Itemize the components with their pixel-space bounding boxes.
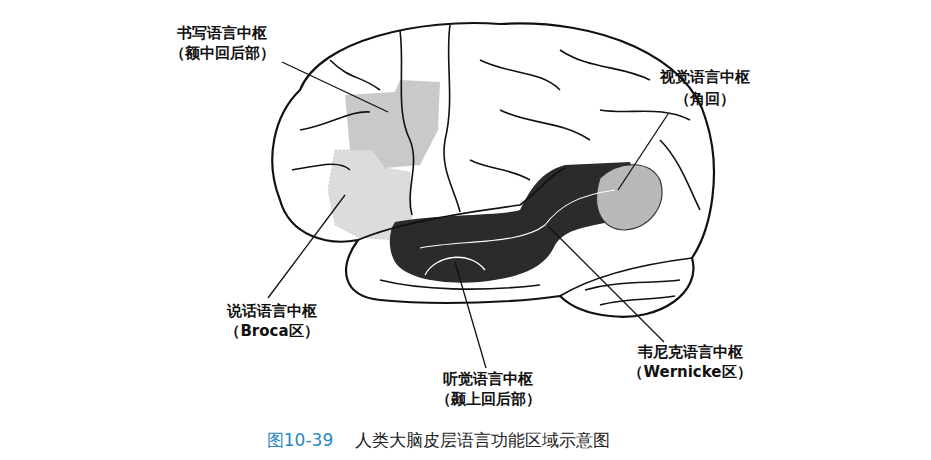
wernicke-area <box>390 162 635 283</box>
leader-lines <box>268 62 668 368</box>
callout-label: 视觉语言中枢 <box>660 68 750 86</box>
angular-gyrus <box>597 165 662 230</box>
callout-label: 听觉语言中枢 <box>443 370 533 388</box>
superior-temporal-sulcus <box>420 190 615 248</box>
callout-label: （Broca区） <box>225 322 318 340</box>
auditory-gyrus <box>425 257 485 275</box>
figure-number: 图10-39 <box>267 430 333 450</box>
callout-label: （角回） <box>675 90 735 108</box>
brain-outline <box>272 23 714 317</box>
callout-label: （颞上回后部） <box>436 390 541 408</box>
callout-label: 书写语言中枢 <box>177 24 267 42</box>
figure-caption: 人类大脑皮层语言功能区域示意图 <box>355 430 610 450</box>
callout-label: 说话语言中枢 <box>227 302 317 320</box>
sulci <box>292 25 700 305</box>
callout-label: （Wernicke区） <box>628 363 751 381</box>
callout-label: 韦尼克语言中枢 <box>638 343 743 361</box>
callout-label: （额中回后部） <box>170 44 275 62</box>
